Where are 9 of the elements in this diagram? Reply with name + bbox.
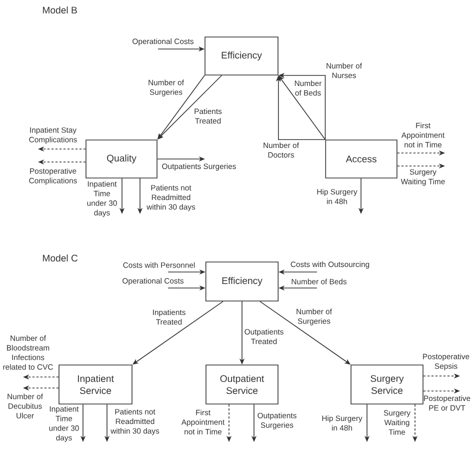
process-box: Inpatient Service (58, 364, 132, 404)
process-box: Surgery Service (350, 364, 424, 404)
panel-title: Model C (42, 254, 78, 262)
process-box: Outpatient Service (206, 364, 278, 404)
process-box: Efficiency (204, 36, 278, 76)
panel-title: Model B (42, 6, 77, 14)
process-box: Access (325, 140, 398, 178)
process-box: Quality (86, 140, 158, 178)
process-box: Efficiency (205, 262, 279, 302)
